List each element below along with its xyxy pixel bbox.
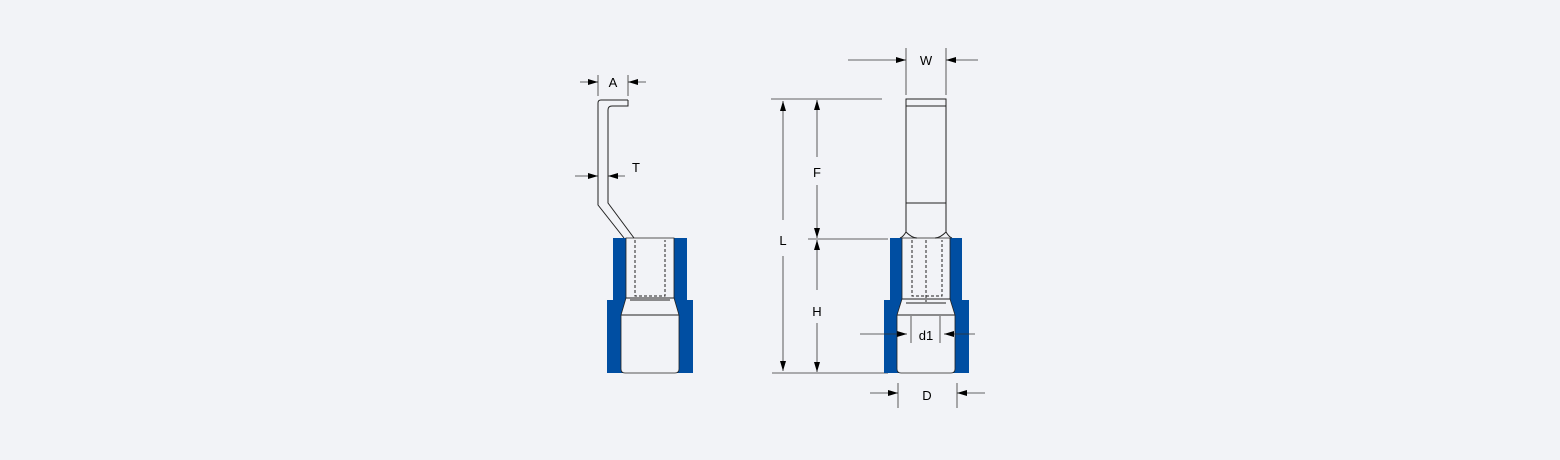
label-f: F [813,165,821,180]
side-view: A T [575,75,693,374]
blade-outline [597,99,635,239]
sleeve-bore [620,237,680,374]
label-h: H [812,304,821,319]
label-t: T [632,160,640,175]
label-d1: d1 [919,328,933,343]
sleeve-bore [896,237,956,374]
label-a: A [609,75,618,90]
label-d: D [922,388,931,403]
length-dimensions: L F H [771,98,888,374]
pin-blade [899,98,953,239]
front-view: W d1 D [848,48,985,408]
label-w: W [920,53,933,68]
label-l: L [779,233,786,248]
